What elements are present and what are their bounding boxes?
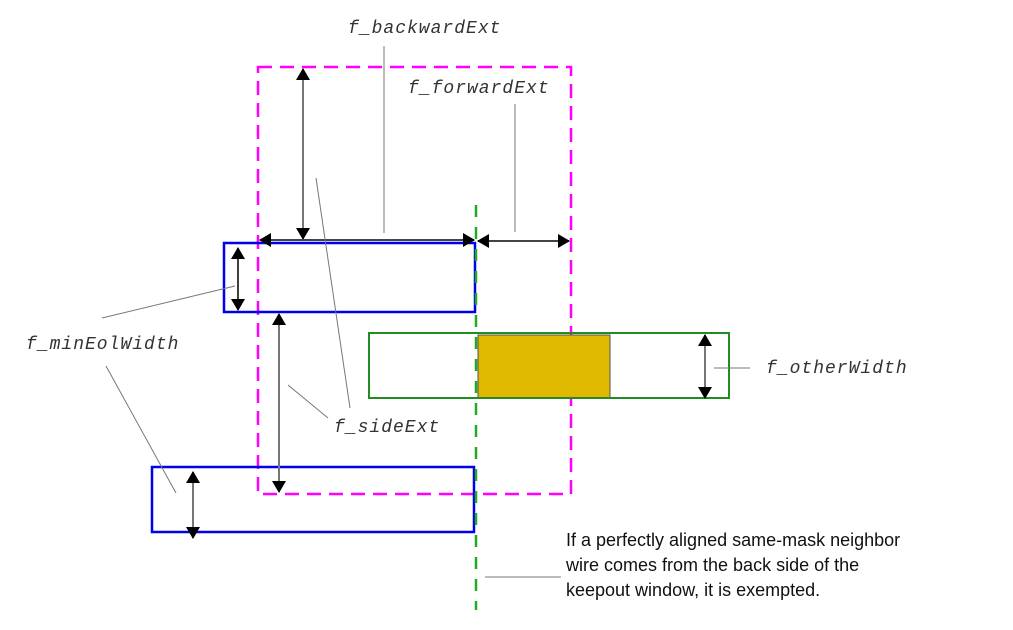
note-line-2: wire comes from the back side of the [565, 555, 859, 575]
label-side-ext: f_sideExt [334, 418, 440, 438]
leader-side-ext-2 [287, 384, 329, 419]
leader-min-eol-bottom [105, 365, 177, 494]
label-forward-ext: f_forwardExt [408, 79, 550, 99]
keepout-window [256, 65, 573, 496]
eol-wire-bottom [150, 465, 476, 534]
leader-min-eol-top [101, 285, 236, 319]
overlap-region [477, 334, 611, 399]
leader-lines [101, 46, 750, 578]
label-min-eol-width: f_minEolWidth [26, 335, 179, 355]
neighbor-wire [368, 332, 730, 399]
note-line-3: keepout window, it is exempted. [566, 580, 820, 600]
leader-side-ext-1 [315, 177, 351, 409]
label-other-width: f_otherWidth [766, 359, 908, 379]
eol-wire-top [222, 241, 477, 314]
label-backward-ext: f_backwardExt [348, 19, 501, 39]
note-line-1: If a perfectly aligned same-mask neighbo… [566, 530, 900, 550]
